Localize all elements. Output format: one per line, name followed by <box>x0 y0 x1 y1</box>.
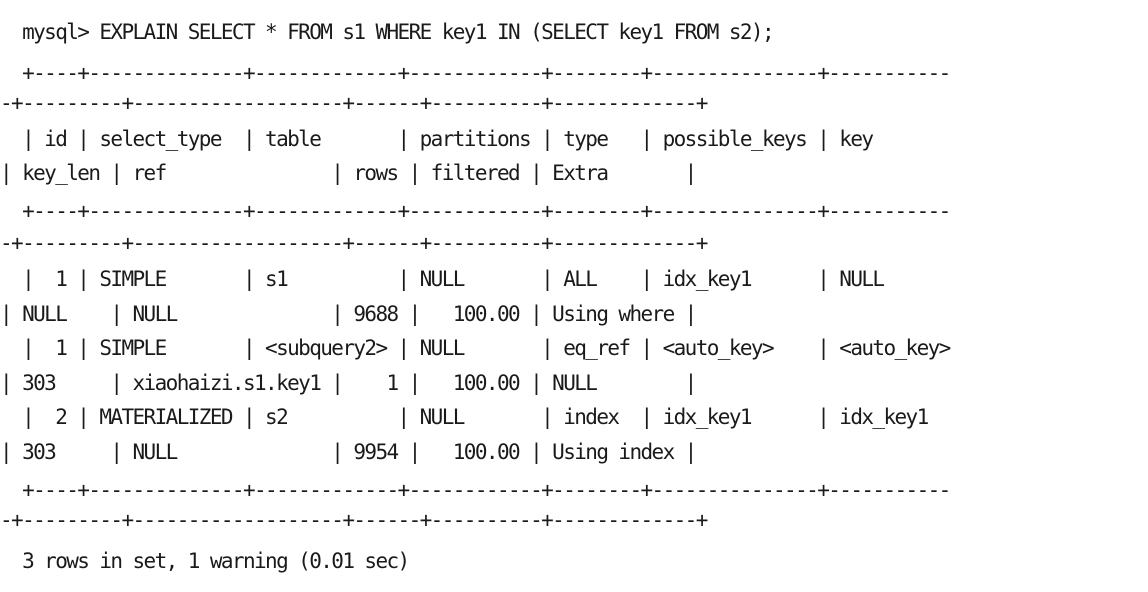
table-border-bottom-part1: +----+--------------+-------------+-----… <box>0 478 951 502</box>
table-row-1-part1: | 1 | SIMPLE | s1 | NULL | ALL | idx_key… <box>0 267 885 291</box>
table-header-part1: | id | select_type | table | partitions … <box>0 127 874 151</box>
table-border-bottom-part2: -+---------+-------------------+------+-… <box>0 508 708 532</box>
table-border-mid-part1: +----+--------------+-------------+-----… <box>0 199 951 223</box>
table-row-3-part1: | 2 | MATERIALIZED | s2 | NULL | index |… <box>0 405 929 429</box>
table-border-mid-part2: -+---------+-------------------+------+-… <box>0 231 708 255</box>
table-row-3-part2: | 303 | NULL | 9954 | 100.00 | Using ind… <box>0 440 697 464</box>
table-row-2-part2: | 303 | xiaohaizi.s1.key1 | 1 | 100.00 |… <box>0 371 697 395</box>
table-header-part2: | key_len | ref | rows | filtered | Extr… <box>0 161 697 185</box>
sql-command-line: mysql> EXPLAIN SELECT * FROM s1 WHERE ke… <box>0 20 775 44</box>
table-border-top-part2: -+---------+-------------------+------+-… <box>0 91 708 115</box>
result-summary: 3 rows in set, 1 warning (0.01 sec) <box>0 549 410 573</box>
table-row-1-part2: | NULL | NULL | 9688 | 100.00 | Using wh… <box>0 302 697 326</box>
table-border-top-part1: +----+--------------+-------------+-----… <box>0 61 951 85</box>
table-row-2-part1: | 1 | SIMPLE | <subquery2> | NULL | eq_r… <box>0 336 951 360</box>
